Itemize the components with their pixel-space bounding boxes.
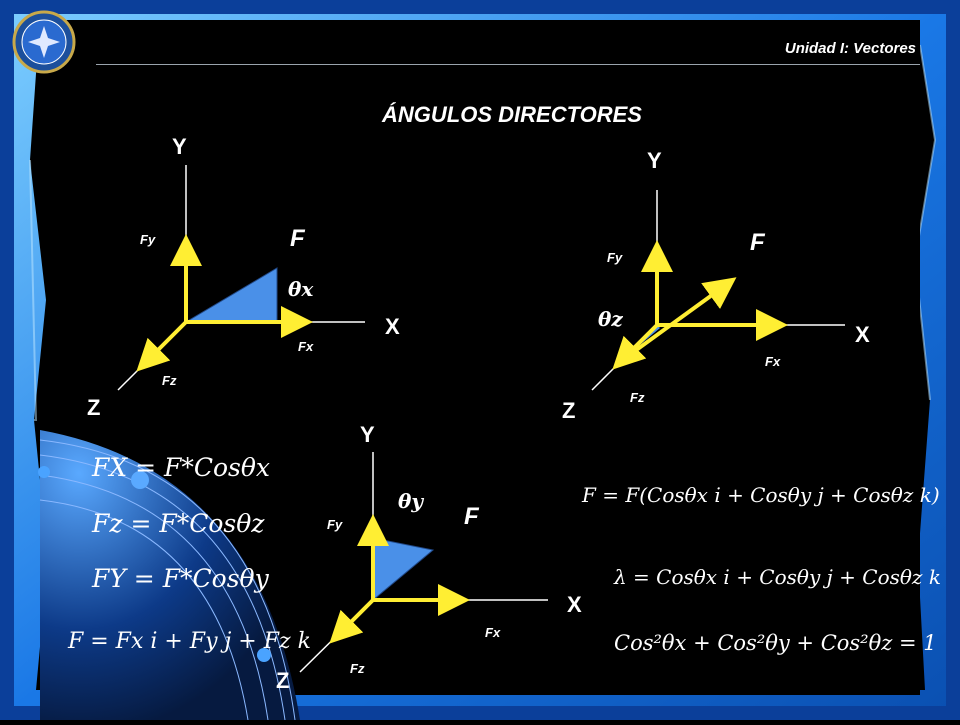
fz-label: Fz bbox=[350, 661, 365, 676]
y-label: Y bbox=[647, 148, 662, 173]
diagram-theta-z: Y X Z Fy Fx Fz F θz bbox=[562, 148, 870, 423]
equation-fz: Fz = F*Cosθz bbox=[91, 509, 265, 538]
z-label: Z bbox=[562, 398, 575, 423]
y-label: Y bbox=[172, 134, 187, 159]
x-label: X bbox=[855, 322, 870, 347]
fx-label: Fx bbox=[485, 625, 501, 640]
fz-label: Fz bbox=[630, 390, 645, 405]
unit-header: Unidad I: Vectores bbox=[784, 40, 916, 57]
university-seal-logo bbox=[12, 10, 76, 74]
equation-f-cosines: F = F(Cosθx i + Cosθy j + Cosθz k) bbox=[581, 483, 940, 507]
x-label: X bbox=[567, 592, 582, 617]
f-label: F bbox=[750, 229, 766, 256]
fz-vector bbox=[612, 323, 659, 370]
z-label: Z bbox=[87, 395, 100, 420]
diagram-theta-x: Y X Z Fy Fx Fz F θx bbox=[87, 134, 400, 420]
f-label: F bbox=[290, 225, 306, 252]
fz-label: Fz bbox=[162, 373, 177, 388]
y-label: Y bbox=[360, 422, 375, 447]
fx-label: Fx bbox=[298, 339, 314, 354]
equation-fx: FX = F*Cosθx bbox=[91, 453, 270, 482]
globe-decoration bbox=[38, 430, 300, 721]
fy-label: Fy bbox=[607, 250, 623, 265]
f-label: F bbox=[464, 503, 480, 530]
angle-label: θy bbox=[398, 489, 424, 513]
equation-f-vector: F = Fx i + Fy j + Fz k bbox=[67, 629, 311, 654]
z-label: Z bbox=[276, 668, 289, 693]
fx-label: Fx bbox=[765, 354, 781, 369]
equation-identity: Cos²θx + Cos²θy + Cos²θz = 1 bbox=[614, 631, 937, 655]
angle-label: θx bbox=[288, 277, 314, 301]
equations: FX = F*Cosθx Fz = F*Cosθz FY = F*Cosθy F… bbox=[67, 453, 941, 655]
equation-lambda: λ = Cosθx i + Cosθy j + Cosθz k bbox=[613, 565, 941, 589]
equation-fy: FY = F*Cosθy bbox=[91, 564, 270, 593]
fz-vector bbox=[329, 598, 375, 644]
fy-label: Fy bbox=[140, 232, 156, 247]
angle-label: θz bbox=[598, 307, 623, 331]
diagram-theta-y: Y X Z Fy Fx Fz F θy bbox=[276, 422, 582, 693]
slide-title: ÁNGULOS DIRECTORES bbox=[382, 102, 642, 127]
f-vector bbox=[626, 277, 737, 358]
fz-vector bbox=[136, 320, 188, 372]
header-divider bbox=[96, 64, 920, 65]
fy-label: Fy bbox=[327, 517, 343, 532]
x-label: X bbox=[385, 314, 400, 339]
